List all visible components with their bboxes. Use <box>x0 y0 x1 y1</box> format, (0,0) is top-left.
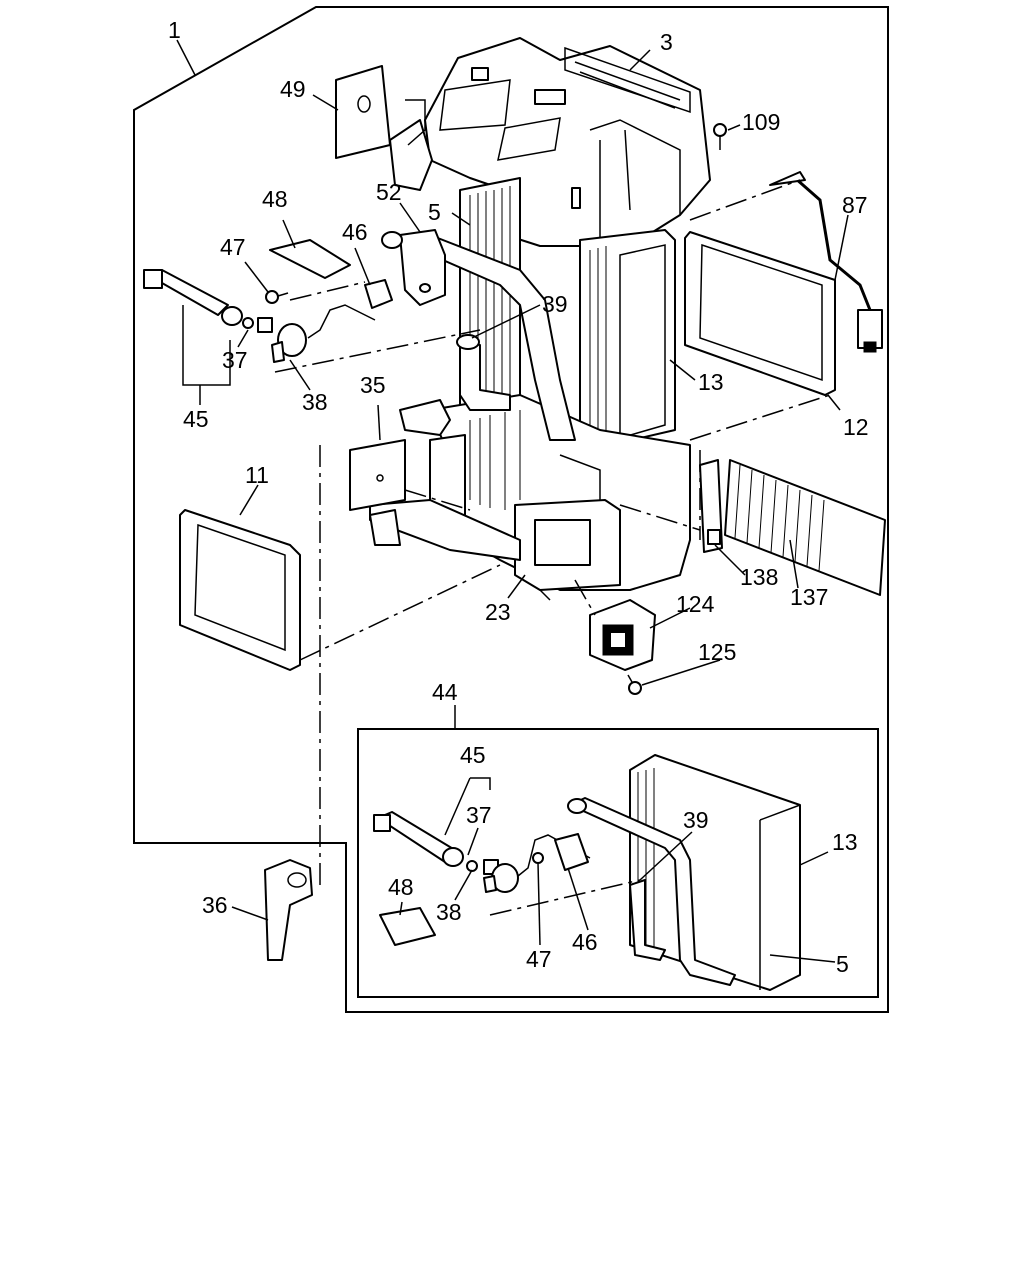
callout-48: 48 <box>262 186 288 212</box>
inset-callout-47: 47 <box>526 946 552 972</box>
callout-12: 12 <box>843 414 869 440</box>
filter-element-137-part <box>724 459 886 596</box>
inset-valve-part <box>373 811 591 893</box>
inset-pipe-part <box>569 797 736 986</box>
callout-87: 87 <box>842 192 868 218</box>
callout-124: 124 <box>676 591 715 617</box>
callout-49: 49 <box>280 76 306 102</box>
resistor-124-part <box>589 599 656 671</box>
wiring-harness-87-part <box>769 171 883 353</box>
inset-callout-13: 13 <box>832 829 858 855</box>
inset-callout-46: 46 <box>572 929 598 955</box>
callout-39: 39 <box>542 291 568 317</box>
callout-137: 137 <box>790 584 828 610</box>
alignment-lines <box>274 179 831 890</box>
duct-36-part <box>264 859 313 961</box>
inset-callout-39: 39 <box>683 807 709 833</box>
callout-36: 36 <box>202 892 228 918</box>
grommet-52-part <box>381 229 446 306</box>
callout-38: 38 <box>302 389 328 415</box>
callout-labels: 1 3 5 11 12 13 23 35 36 37 38 39 44 45 4… <box>168 17 869 977</box>
inset-callout-38: 38 <box>436 899 462 925</box>
inset-evaporator-part <box>629 754 801 991</box>
callout-125: 125 <box>698 639 736 665</box>
heater-core-part <box>579 229 676 446</box>
callout-46: 46 <box>342 219 368 245</box>
callout-138: 138 <box>740 564 778 590</box>
callout-47: 47 <box>220 234 246 260</box>
callout-11: 11 <box>245 462 269 488</box>
callout-35: 35 <box>360 372 386 398</box>
callout-37: 37 <box>222 347 248 373</box>
screw-125-part <box>627 674 642 695</box>
callout-1: 1 <box>168 17 181 43</box>
callout-23: 23 <box>485 599 511 625</box>
inset-44-box <box>357 728 879 998</box>
clip-46-part <box>364 279 393 309</box>
inset-insulator-part <box>379 907 436 946</box>
seal-35-part <box>349 439 406 511</box>
filter-frame-12-part <box>684 231 836 396</box>
callout-13: 13 <box>698 369 724 395</box>
callout-5: 5 <box>428 199 441 225</box>
callout-109: 109 <box>742 109 780 135</box>
leader-lines <box>176 39 849 963</box>
inset-callout-45: 45 <box>460 742 486 768</box>
lower-case-part <box>369 394 691 601</box>
screw-47-part <box>265 290 289 304</box>
inset-callout-48: 48 <box>388 874 414 900</box>
filter-frame-11-part <box>179 509 301 671</box>
upper-case-part <box>389 37 711 247</box>
callout-52: 52 <box>376 179 402 205</box>
screw-109-part <box>713 123 727 150</box>
assembly-1-boundary <box>133 6 889 1013</box>
insulator-48-part <box>269 239 351 279</box>
expansion-valve-part <box>143 269 376 363</box>
callout-45: 45 <box>183 406 209 432</box>
inset-callout-37: 37 <box>466 802 492 828</box>
inset-callout-5: 5 <box>836 951 849 977</box>
callout-3: 3 <box>660 29 673 55</box>
callout-44: 44 <box>432 679 458 705</box>
